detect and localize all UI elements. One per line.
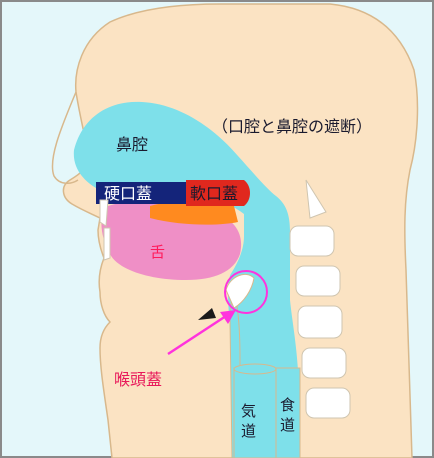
caption-text: （口腔と鼻腔の遮断） [212, 117, 372, 136]
nose-outline [51, 91, 79, 184]
vertebra [289, 225, 335, 257]
arrow-icon [167, 310, 236, 356]
soft-palate [186, 180, 250, 206]
vertebra [297, 305, 343, 339]
epiglottis [225, 274, 255, 309]
lower-tooth [103, 227, 111, 261]
vertebra [305, 387, 351, 419]
nasal-cavity-label: 鼻腔 [116, 135, 148, 154]
circle-outline-icon [224, 270, 268, 314]
esophagus-label-2: 道 [280, 416, 295, 434]
orange-band [150, 200, 238, 225]
tongue-label: 舌 [150, 243, 165, 261]
cervical-vertebrae [289, 179, 351, 419]
trachea-label-1: 気 [241, 402, 256, 420]
upper-tooth [99, 199, 109, 227]
hard-palate [96, 182, 188, 204]
trachea-label-2: 道 [241, 422, 256, 440]
hyoid-bone [198, 308, 216, 320]
vertebra-dens [305, 179, 327, 219]
epiglottis-label: 喉頭蓋 [114, 370, 162, 389]
trachea-opening [233, 363, 277, 375]
trachea-tube [233, 367, 277, 458]
vertebra [295, 265, 341, 297]
vertebra [301, 347, 347, 379]
soft-palate-label: 軟口蓋 [190, 184, 238, 203]
esophagus-tube [275, 367, 301, 458]
esophagus-label-1: 食 [280, 396, 295, 414]
hard-palate-label: 硬口蓋 [104, 184, 152, 203]
